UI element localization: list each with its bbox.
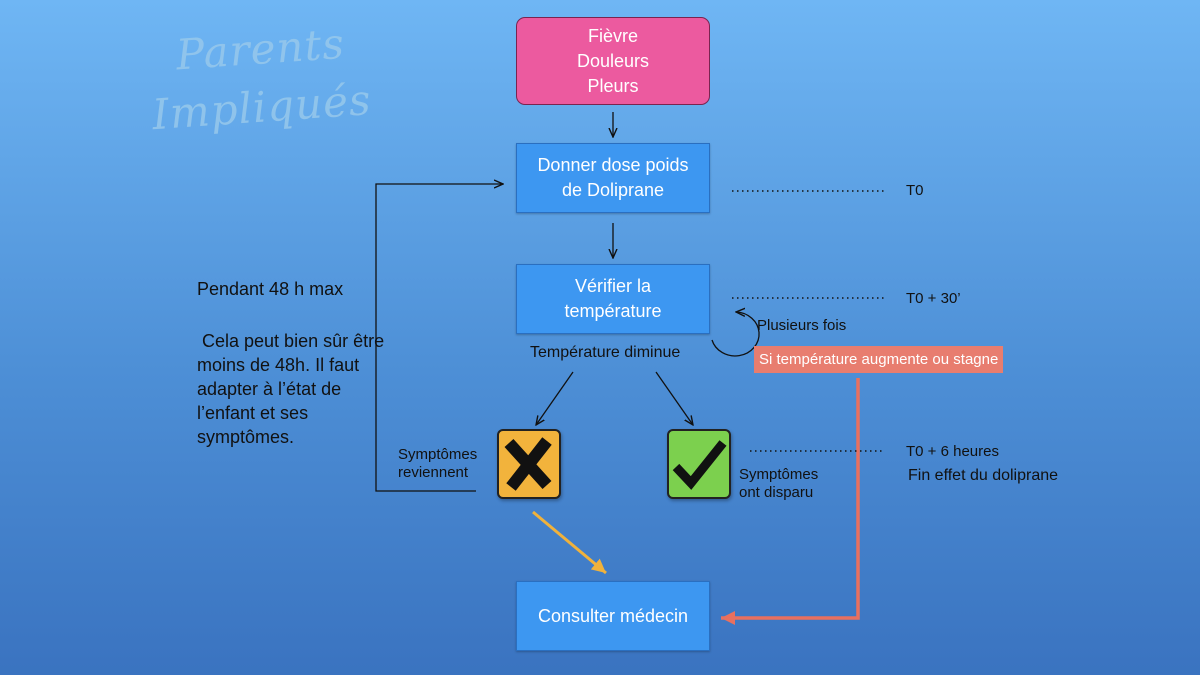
check-mark-glyph xyxy=(672,440,727,490)
label-symptoms-return-line-1: Symptômes xyxy=(398,446,478,463)
arrow-cross-to-consult xyxy=(532,510,607,575)
label-symptoms-return: Symptômes reviennent xyxy=(398,446,477,482)
node-start-line-1: Fièvre xyxy=(587,25,638,46)
label-symptoms-gone-line-1: Symptômes xyxy=(739,466,819,483)
label-temperature-decreases: Température diminue xyxy=(530,344,681,361)
node-consult-line-1: Consulter médecin xyxy=(537,605,689,626)
timeline-t0: T0 xyxy=(906,182,924,199)
node-dose-line-2: de Doliprane xyxy=(561,180,665,200)
node-consult-doctor: Consulter médecin xyxy=(516,581,710,651)
node-check-temperature: Vérifier la température xyxy=(516,264,710,334)
timeline-end-effect: Fin effet du doliprane xyxy=(908,467,1059,484)
label-symptoms-gone-line-2: ont disparu xyxy=(739,484,814,501)
node-verify-line-2: température xyxy=(564,301,662,321)
label-symptoms-return-line-2: reviennent xyxy=(398,464,469,481)
badge-temperature-increases: Si température augmente ou stagne xyxy=(754,346,1004,373)
self-loop-arrow xyxy=(711,312,760,357)
timeline-t0-6h: T0 + 6 heures xyxy=(906,443,999,460)
brand-watermark: Parents Impliqués xyxy=(146,12,394,144)
cross-mark-glyph xyxy=(504,437,552,491)
node-give-dose: Donner dose poids de Doliprane xyxy=(516,143,710,213)
node-dose-line-1: Donner dose poids xyxy=(537,155,689,175)
arrow-alert-to-consult xyxy=(721,378,860,625)
arrow-to-cross xyxy=(536,371,574,425)
arrow-to-check xyxy=(655,371,693,425)
label-symptoms-gone: Symptômes ont disparu xyxy=(739,466,818,502)
loop-back-arrow xyxy=(375,184,503,492)
node-start-line-3: Pleurs xyxy=(587,75,639,96)
node-verify-line-1: Vérifier la xyxy=(574,276,652,296)
side-note-duration: Pendant 48 h max xyxy=(197,279,344,299)
cross-mark-icon xyxy=(497,429,561,499)
node-symptoms-start: Fièvre Douleurs Pleurs xyxy=(516,17,710,105)
label-several-times: Plusieurs fois xyxy=(757,317,847,334)
check-mark-icon xyxy=(667,429,731,499)
timeline-t0-30: T0 + 30’ xyxy=(906,290,961,307)
node-start-line-2: Douleurs xyxy=(576,50,650,71)
side-note-text: Cela peut bien sûr être moins de 48h. Il… xyxy=(197,331,385,447)
